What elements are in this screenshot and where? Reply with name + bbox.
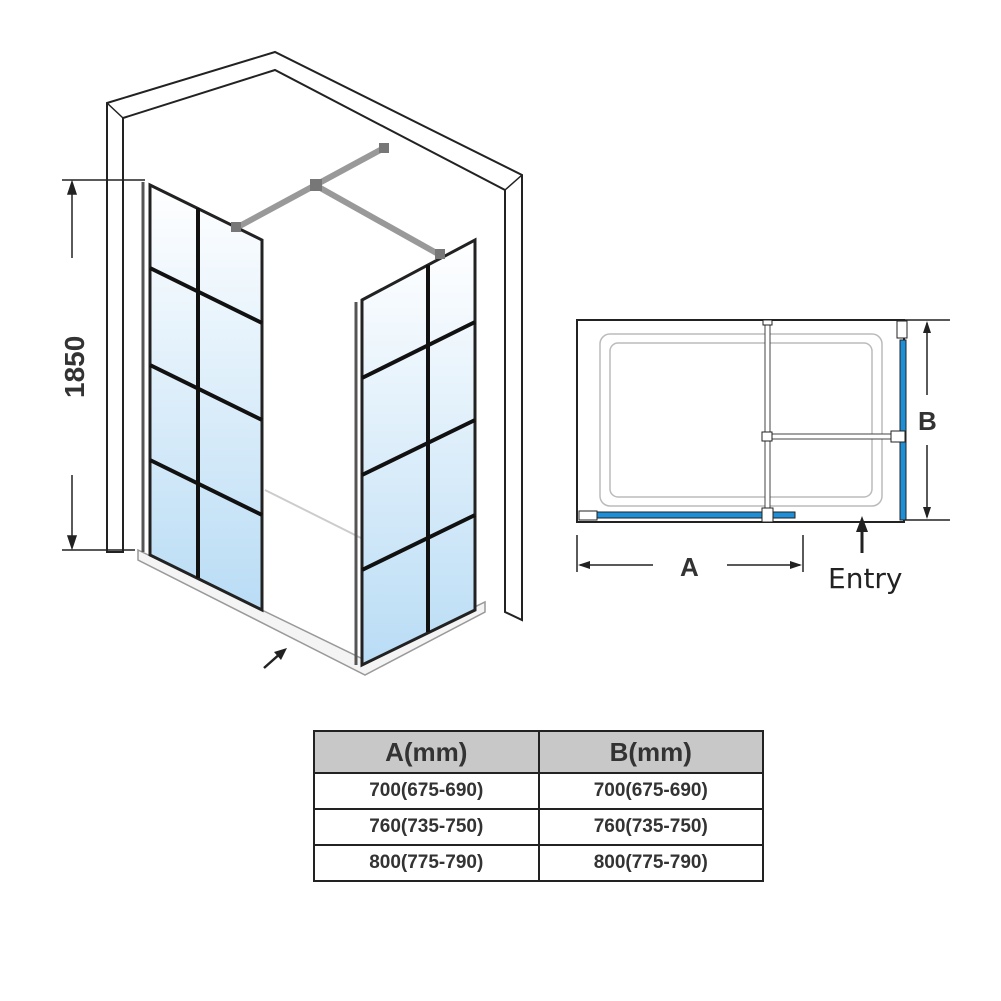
table-row: 700(675-690) 700(675-690) bbox=[313, 772, 764, 810]
height-label: 1850 bbox=[59, 336, 90, 398]
right-glass-panel bbox=[354, 237, 477, 668]
column-header-a: A(mm) bbox=[313, 730, 540, 774]
column-header-b: B(mm) bbox=[537, 730, 764, 774]
table-cell: 760(735-750) bbox=[537, 808, 764, 846]
table-cell: 700(675-690) bbox=[313, 772, 540, 810]
isometric-view: 1850 bbox=[59, 50, 523, 676]
table-cell: 760(735-750) bbox=[313, 808, 540, 846]
glass-panel-b bbox=[899, 339, 907, 521]
table-cell: 800(775-790) bbox=[313, 844, 540, 882]
table-header-row: A(mm) B(mm) bbox=[313, 730, 764, 774]
plan-view: A B Entry bbox=[576, 319, 950, 595]
table-cell: 800(775-790) bbox=[537, 844, 764, 882]
support-bar bbox=[234, 145, 442, 258]
table-row: 800(775-790) 800(775-790) bbox=[313, 844, 764, 882]
entry-arrow-icon bbox=[263, 648, 287, 669]
size-table: A(mm) B(mm) 700(675-690) 700(675-690) 76… bbox=[313, 730, 764, 882]
table-row: 760(735-750) 760(735-750) bbox=[313, 808, 764, 846]
table-cell: 700(675-690) bbox=[537, 772, 764, 810]
entry-label: Entry bbox=[828, 562, 903, 595]
tray-outline bbox=[599, 333, 883, 507]
width-label-a: A bbox=[680, 552, 699, 582]
entry-arrow-icon bbox=[856, 516, 868, 532]
left-glass-panel bbox=[141, 182, 264, 613]
depth-label-b: B bbox=[918, 406, 937, 436]
height-dimension bbox=[62, 179, 145, 551]
